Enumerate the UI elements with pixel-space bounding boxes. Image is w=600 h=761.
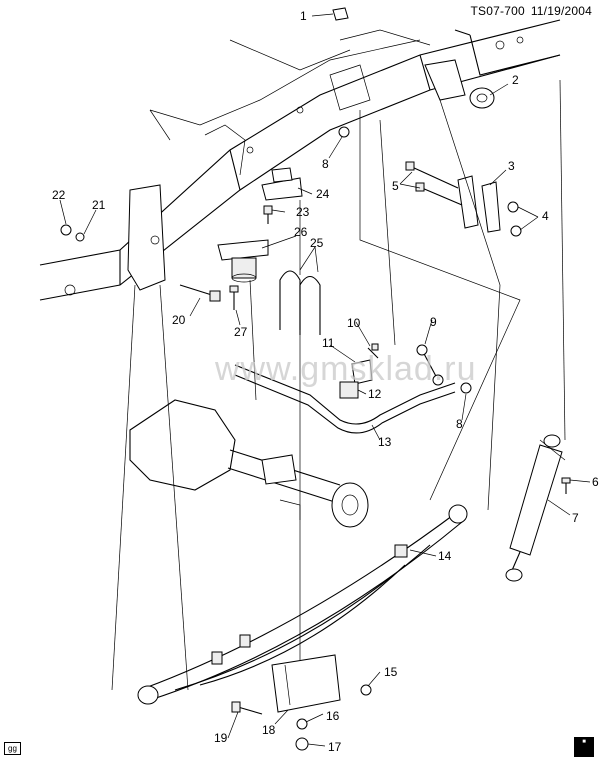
bumper-24	[261, 167, 303, 201]
callout-8-upper: 8	[322, 157, 329, 171]
callouts: 1 2 3 4 5 6 7 8 8 9 10 11 12 13 14 15 16…	[52, 9, 599, 754]
callout-16: 16	[326, 709, 340, 723]
nuts-4	[507, 201, 522, 237]
drawing-date: 11/19/2004	[530, 4, 592, 18]
callout-24: 24	[316, 187, 330, 201]
callout-1: 1	[300, 9, 307, 23]
bolt-10	[367, 343, 379, 359]
nut-17	[295, 737, 309, 751]
callout-17: 17	[328, 740, 342, 754]
leader-lines	[59, 13, 591, 747]
nut-8a	[338, 126, 350, 138]
callout-15: 15	[384, 665, 398, 679]
shock-absorber-7	[505, 434, 563, 582]
callout-7: 7	[572, 511, 579, 525]
callout-5: 5	[392, 179, 399, 193]
callout-22: 22	[52, 188, 66, 202]
drawing-header: TS07-700 11/19/2004	[465, 4, 592, 18]
clip-1	[332, 7, 349, 21]
callout-12: 12	[368, 387, 382, 401]
nut-22	[60, 224, 72, 236]
bolt-6	[561, 477, 571, 494]
drawing-id: TS07-700	[470, 4, 525, 18]
corner-tag: gg	[4, 742, 21, 755]
watermark: www.gmsklad.ru	[215, 350, 477, 388]
callout-10: 10	[347, 316, 361, 330]
spring-plate-18	[271, 654, 341, 713]
callout-4: 4	[542, 209, 549, 223]
guide-lines	[111, 79, 566, 691]
callout-3: 3	[508, 159, 515, 173]
callout-26: 26	[294, 225, 308, 239]
callout-18: 18	[262, 723, 276, 737]
washer-16	[296, 718, 308, 730]
bushing-2	[469, 87, 495, 109]
stabilizer-bar-13	[234, 364, 456, 434]
bolts-5	[405, 161, 463, 206]
bolt-27	[229, 285, 239, 310]
link-9	[416, 344, 444, 386]
bolt-19	[231, 701, 263, 715]
callout-2: 2	[512, 73, 519, 87]
bolt-20	[179, 284, 221, 302]
callout-20: 20	[172, 313, 186, 327]
callout-23: 23	[296, 205, 310, 219]
nut-15	[360, 684, 372, 696]
frame-assembly	[39, 19, 561, 301]
callout-27: 27	[234, 325, 248, 339]
bolt-23	[263, 205, 273, 224]
bumper-26	[217, 239, 269, 283]
u-bolts-25	[279, 270, 321, 335]
callout-8-lower: 8	[456, 417, 463, 431]
callout-21: 21	[92, 198, 106, 212]
callout-9: 9	[430, 315, 437, 329]
callout-14: 14	[438, 549, 452, 563]
spec-book-icon: ■	[574, 737, 594, 757]
callout-25: 25	[310, 236, 324, 250]
callout-11: 11	[322, 336, 335, 350]
washer-21	[75, 232, 85, 242]
shackle-3	[457, 175, 501, 233]
callout-6: 6	[592, 475, 599, 489]
leaf-spring-14	[137, 504, 468, 705]
nut-8b	[460, 382, 472, 394]
bracket-11	[351, 359, 373, 385]
rear-axle	[129, 399, 369, 528]
callout-13: 13	[378, 435, 392, 449]
callout-19: 19	[214, 731, 228, 745]
